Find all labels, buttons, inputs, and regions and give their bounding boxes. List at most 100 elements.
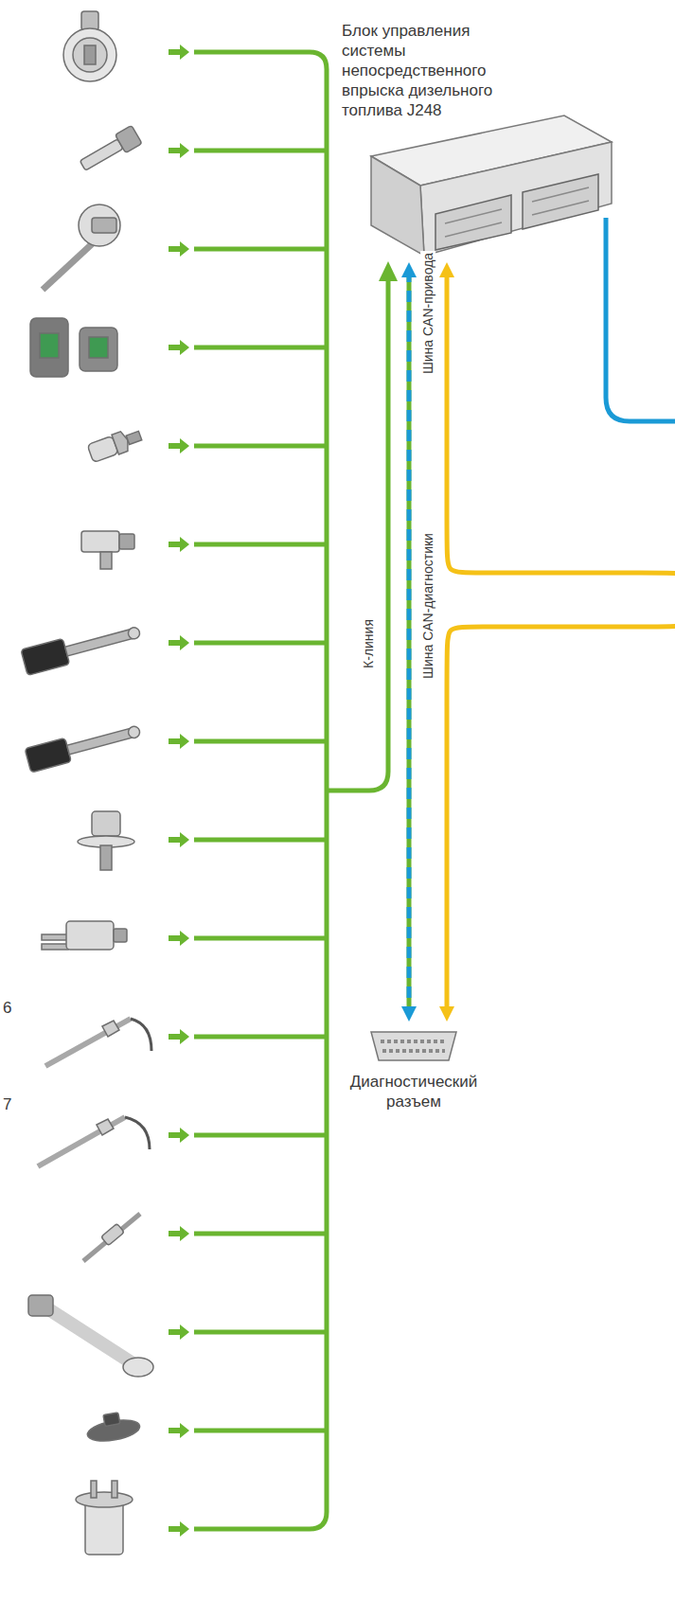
sensor-icon — [42, 242, 94, 290]
signal-arrow — [168, 44, 190, 1537]
callout-number: 6 — [2, 998, 12, 1018]
sensor-icon — [125, 430, 143, 445]
sensor-icon — [78, 204, 121, 247]
sensor-icon — [81, 531, 120, 552]
signal-arrow — [168, 1225, 190, 1242]
node-text: Диагностический разъем — [337, 1071, 490, 1112]
sensor-icon — [45, 1018, 131, 1066]
sensor-icon — [20, 638, 71, 675]
sensor-icon — [41, 943, 69, 950]
node-text: Блок управления системы непосредственног… — [341, 20, 517, 121]
sensor-icon — [81, 531, 135, 569]
sensor-icon — [63, 28, 117, 82]
diagnostic-connector: Диагностический разъем — [337, 1022, 490, 1118]
bus-label: Шина CAN-привода — [420, 250, 436, 376]
sensor-icon — [90, 1480, 97, 1498]
sensor-icon — [42, 204, 121, 290]
sensor-icon — [96, 1119, 114, 1136]
sensor-icon — [83, 1213, 141, 1262]
signal-arrow — [168, 1029, 190, 1045]
sensor-icon — [47, 1308, 133, 1364]
sensor-icon — [113, 928, 127, 942]
sensor-icon — [41, 934, 69, 941]
signal-arrow — [168, 438, 190, 454]
control-unit: Блок управления системы непосредственног… — [341, 20, 626, 262]
signal-arrow — [168, 635, 190, 651]
sensor-bus — [194, 150, 327, 1431]
sensor-icon — [88, 337, 108, 358]
sensor-icon — [115, 124, 143, 153]
signal-arrow — [168, 1422, 190, 1439]
k-line-arrowhead — [378, 261, 398, 282]
signal-arrow — [168, 142, 190, 159]
diagnostic-connector-drawing — [371, 1031, 457, 1061]
sensor-icon — [87, 426, 144, 464]
sensor-icon — [66, 921, 114, 950]
can-bus-line — [605, 217, 675, 422]
connector-line — [407, 270, 412, 1013]
sensor-icon — [28, 1295, 54, 1316]
sensor-icon — [20, 11, 154, 1555]
sensor-icon — [84, 1408, 142, 1444]
sensor-icon — [24, 737, 72, 773]
sensor-icon — [72, 37, 107, 72]
sensor-icon — [100, 845, 112, 871]
sensor-icon — [77, 811, 135, 871]
sensor-icon — [30, 318, 118, 377]
signal-arrow — [168, 930, 190, 946]
sensor-icon — [81, 11, 99, 31]
sensor-icon — [83, 1213, 141, 1262]
signal-arrow — [168, 44, 190, 60]
sensor-icon — [77, 124, 143, 175]
sensor-icon — [130, 1018, 152, 1051]
sensor-icon — [100, 551, 112, 569]
sensor-icon — [37, 1117, 125, 1167]
sensor-icon — [63, 11, 117, 82]
control-unit-drawing — [444, 187, 589, 237]
sensor-icon — [102, 1020, 120, 1037]
sensor-icon — [91, 217, 117, 233]
sensor-icon — [28, 1295, 154, 1377]
bus-label: Шина CAN-диагностики — [420, 531, 436, 681]
can-drive-bus — [446, 270, 675, 1013]
signal-arrow — [168, 241, 190, 257]
connector-line — [446, 270, 675, 1013]
sensor-icon — [123, 1357, 154, 1377]
sensor-icon — [24, 718, 143, 773]
control-unit-drawing — [371, 156, 425, 256]
sensor-icon — [30, 318, 69, 377]
sensor-icon — [79, 327, 118, 372]
sensor-icon — [111, 1480, 118, 1498]
sensor-icon — [75, 1480, 133, 1555]
callout-number: 7 — [2, 1095, 12, 1115]
sensor-icon — [67, 728, 134, 755]
sensor-icon — [84, 45, 96, 65]
signal-arrow — [168, 536, 190, 552]
signal-arrow — [168, 832, 190, 848]
sensor-icon — [126, 725, 142, 740]
connector-line — [407, 270, 412, 1013]
sensor-icon — [119, 533, 135, 550]
sensor-icon — [75, 1492, 133, 1508]
sensor-icon — [124, 1117, 150, 1150]
control-unit-drawing — [420, 142, 612, 256]
sensor-icon — [39, 333, 59, 358]
control-unit-drawing — [371, 115, 612, 256]
signal-arrow — [168, 1521, 190, 1537]
diagnostic-connector-drawing — [371, 1031, 457, 1061]
can-diagnostic-bus — [408, 270, 410, 1013]
sensor-icon — [37, 1117, 150, 1167]
k-line — [326, 276, 389, 791]
sensor-icon — [45, 1018, 152, 1066]
sensor-bus — [194, 52, 389, 1529]
sensor-bus — [194, 52, 327, 1529]
sensor-icon — [41, 921, 127, 950]
signal-arrow — [168, 339, 190, 356]
sensor-icon — [101, 1223, 125, 1245]
sensor-icon — [103, 1412, 121, 1427]
sensor-icon — [20, 619, 143, 676]
